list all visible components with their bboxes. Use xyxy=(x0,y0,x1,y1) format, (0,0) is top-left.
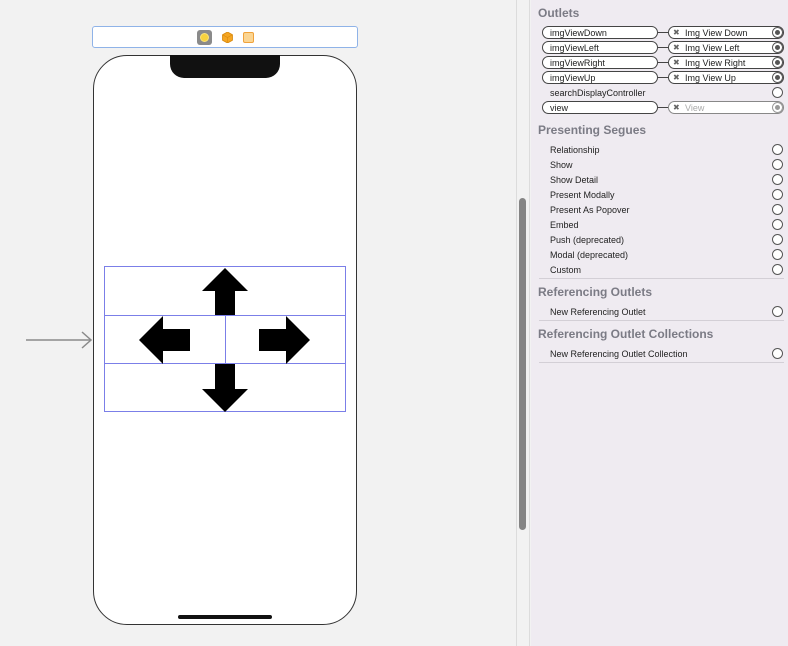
connection-circle-icon[interactable] xyxy=(772,204,783,215)
segue-row[interactable]: Modal (deprecated) xyxy=(538,248,784,262)
outlet-row[interactable]: view ✖View xyxy=(538,101,784,115)
connection-circle-icon[interactable] xyxy=(772,174,783,185)
connection-circle-icon[interactable] xyxy=(772,234,783,245)
connection-circle-icon[interactable] xyxy=(772,42,783,53)
disconnect-icon[interactable]: ✖ xyxy=(673,73,680,82)
outlet-connection-pill[interactable]: ✖View xyxy=(668,101,784,114)
connection-circle-icon[interactable] xyxy=(772,264,783,275)
connection-circle-icon[interactable] xyxy=(772,27,783,38)
outlet-name: imgViewRight xyxy=(550,58,605,68)
section-divider xyxy=(539,362,784,363)
outlet-name: imgViewDown xyxy=(550,28,607,38)
outlet-name: view xyxy=(550,103,569,113)
outlet-connection-pill[interactable]: ✖Img View Left xyxy=(668,41,784,54)
outlet-row[interactable]: imgViewUp ✖Img View Up xyxy=(538,71,784,85)
exit-icon[interactable] xyxy=(242,31,254,43)
outlet-name: imgViewLeft xyxy=(550,43,599,53)
outlet-name-pill[interactable]: imgViewRight xyxy=(542,56,658,69)
initial-view-controller-arrow-icon xyxy=(26,331,93,349)
device-notch xyxy=(170,55,280,78)
outlet-row[interactable]: searchDisplayController xyxy=(538,86,784,100)
segue-row[interactable]: Relationship xyxy=(538,143,784,157)
referencing-outlet-collection-row[interactable]: New Referencing Outlet Collection xyxy=(538,347,784,361)
home-indicator xyxy=(178,615,272,619)
connection-circle-icon[interactable] xyxy=(772,159,783,170)
outlet-name-pill[interactable]: imgViewDown xyxy=(542,26,658,39)
outlet-name: imgViewUp xyxy=(550,73,596,83)
segue-row[interactable]: Present Modally xyxy=(538,188,784,202)
arrow-right-icon xyxy=(259,316,310,364)
outlet-connection-pill[interactable]: ✖Img View Right xyxy=(668,56,784,69)
connection-circle-icon[interactable] xyxy=(772,189,783,200)
outlet-row[interactable]: imgViewRight ✖Img View Right xyxy=(538,56,784,70)
segue-row[interactable]: Present As Popover xyxy=(538,203,784,217)
outlet-row[interactable]: imgViewLeft ✖Img View Left xyxy=(538,41,784,55)
view-controller-icon[interactable] xyxy=(196,29,212,45)
presenting-segues-title: Presenting Segues xyxy=(538,123,647,137)
connection-circle-icon[interactable] xyxy=(772,249,783,260)
arrow-left-icon xyxy=(139,316,190,364)
segue-row[interactable]: Show xyxy=(538,158,784,172)
outlet-name-pill[interactable]: imgViewLeft xyxy=(542,41,658,54)
connection-circle-icon[interactable] xyxy=(772,87,783,98)
segue-row[interactable]: Push (deprecated) xyxy=(538,233,784,247)
segue-row[interactable]: Show Detail xyxy=(538,173,784,187)
outlet-name-pill[interactable]: view xyxy=(542,101,658,114)
connection-circle-icon[interactable] xyxy=(772,57,783,68)
referencing-outlets-title: Referencing Outlets xyxy=(538,285,653,299)
outlets-title: Outlets xyxy=(538,6,580,20)
outlet-name-pill[interactable]: imgViewUp xyxy=(542,71,658,84)
canvas-scrollbar-thumb[interactable] xyxy=(519,198,526,530)
scene-dock[interactable] xyxy=(92,26,358,48)
outlet-name: searchDisplayController xyxy=(550,88,646,98)
connection-circle-icon[interactable] xyxy=(772,348,783,359)
disconnect-icon[interactable]: ✖ xyxy=(673,43,680,52)
first-responder-icon[interactable] xyxy=(221,31,233,43)
connections-inspector: Outlets imgViewDown ✖Img View Down imgVi… xyxy=(531,0,788,646)
arrow-up-icon xyxy=(202,268,248,315)
segue-row[interactable]: Embed xyxy=(538,218,784,232)
connection-circle-icon[interactable] xyxy=(772,72,783,83)
arrow-down-icon xyxy=(202,364,248,412)
referencing-outlet-collections-title: Referencing Outlet Collections xyxy=(538,327,714,341)
section-divider xyxy=(539,320,784,321)
outlet-connection-pill[interactable]: ✖Img View Down xyxy=(668,26,784,39)
connection-circle-icon[interactable] xyxy=(772,219,783,230)
disconnect-icon[interactable]: ✖ xyxy=(673,28,680,37)
connection-circle-icon[interactable] xyxy=(772,144,783,155)
connection-circle-icon[interactable] xyxy=(772,306,783,317)
disconnect-icon[interactable]: ✖ xyxy=(673,103,680,112)
disconnect-icon[interactable]: ✖ xyxy=(673,58,680,67)
outlet-row[interactable]: imgViewDown ✖Img View Down xyxy=(538,26,784,40)
referencing-outlet-row[interactable]: New Referencing Outlet xyxy=(538,305,784,319)
storyboard-canvas[interactable] xyxy=(0,0,516,646)
outlet-connection-pill[interactable]: ✖Img View Up xyxy=(668,71,784,84)
connection-circle-icon[interactable] xyxy=(772,102,783,113)
segue-row[interactable]: Custom xyxy=(538,263,784,277)
section-divider xyxy=(539,278,784,279)
